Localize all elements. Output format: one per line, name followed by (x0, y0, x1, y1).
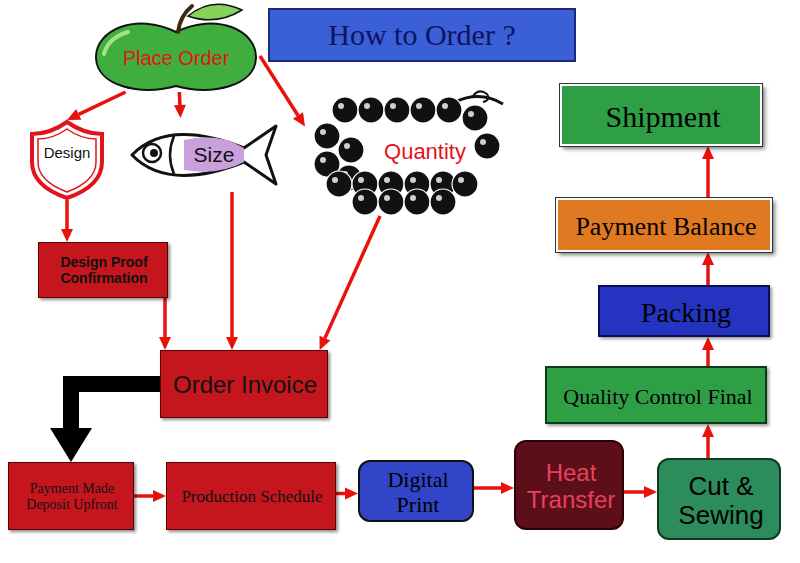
node-label: Payment Made Deposit Upfront (13, 481, 131, 512)
arrow-head (226, 337, 238, 350)
arrow-head (702, 337, 714, 350)
fish-shape: Size (128, 118, 278, 192)
arrow-head (50, 428, 92, 462)
flow-arrow (702, 424, 714, 458)
process-box: Packing (598, 285, 770, 337)
arrow-head (501, 482, 514, 494)
node-label: Place Order (123, 47, 230, 69)
arrow-line (79, 92, 126, 114)
process-box: Payment Balance (556, 198, 772, 252)
arrow-line (706, 265, 710, 285)
flow-arrow (61, 200, 73, 242)
node-label: Quality Control Final (563, 385, 752, 410)
shield-shape: Design (28, 120, 106, 200)
arrow-line (336, 492, 345, 496)
process-box: Shipment (560, 84, 762, 146)
arrow-line (706, 437, 710, 458)
flow-arrow (702, 337, 714, 366)
arrow-line (474, 486, 501, 490)
node-label: Shipment (605, 100, 720, 134)
arrow-line (163, 298, 167, 337)
flow-arrow (336, 488, 358, 500)
node-label: Production Schedule (181, 487, 322, 506)
process-box: Heat Transfer (514, 440, 624, 530)
node-label: Payment Balance (575, 212, 756, 241)
arrow-head (319, 336, 330, 350)
arrow-line (230, 192, 234, 337)
node-label: Order Invoice (173, 372, 317, 399)
arrow-head (345, 488, 358, 500)
arrow-head (644, 486, 657, 498)
flow-arrow (702, 252, 714, 285)
node-label: Packing (641, 297, 731, 328)
arrow-line (65, 200, 69, 229)
arrow-line (325, 216, 380, 338)
arrow-line (178, 92, 182, 105)
diagram-title: How to Order ? (328, 18, 515, 52)
node-label: Design Proof Confirmation (45, 255, 163, 286)
flow-arrow (159, 298, 171, 350)
arrow-head (61, 229, 73, 242)
arrow-head (67, 109, 81, 120)
process-box: Cut & Sewing (657, 458, 781, 540)
process-box: Quality Control Final (545, 366, 767, 424)
flow-arrow (134, 490, 166, 502)
arrow-line (624, 490, 644, 494)
flow-arrow (474, 482, 514, 494)
arrow-head (702, 252, 714, 265)
flow-arrow (226, 192, 238, 350)
node-label: Quantity (384, 140, 466, 165)
node-label: Cut & Sewing (667, 472, 775, 530)
process-box: Digital Print (358, 460, 474, 522)
process-box: Payment Made Deposit Upfront (8, 462, 134, 530)
process-box: Production Schedule (166, 462, 336, 530)
arrow-line (134, 494, 153, 498)
arrow-line (71, 384, 160, 428)
arrow-head (702, 146, 714, 159)
grapes-shape: Quantity (305, 88, 505, 216)
flow-arrow (174, 92, 186, 118)
flow-arrow (624, 486, 657, 498)
title-banner: How to Order ? (268, 8, 576, 62)
process-box: Order Invoice (160, 350, 328, 418)
arrow-line (706, 350, 710, 366)
process-box: Design Proof Confirmation (38, 242, 168, 298)
node-label: Size (194, 143, 235, 167)
arrow-line (260, 56, 298, 115)
arrow-head (293, 112, 305, 126)
flow-arrow (319, 216, 380, 350)
node-label: Design (44, 145, 91, 162)
flow-arrow (702, 146, 714, 198)
node-label: Digital Print (370, 468, 466, 517)
arrow-head (702, 424, 714, 437)
apple-shape: Place Order (92, 2, 260, 92)
arrow-head (159, 337, 171, 350)
node-label: Heat Transfer (522, 460, 620, 514)
flow-arrow (67, 92, 126, 120)
flow-arrow (260, 56, 305, 126)
flow-arrow (50, 384, 160, 462)
arrow-head (153, 490, 166, 502)
arrow-head (174, 105, 186, 118)
arrow-line (706, 159, 710, 198)
